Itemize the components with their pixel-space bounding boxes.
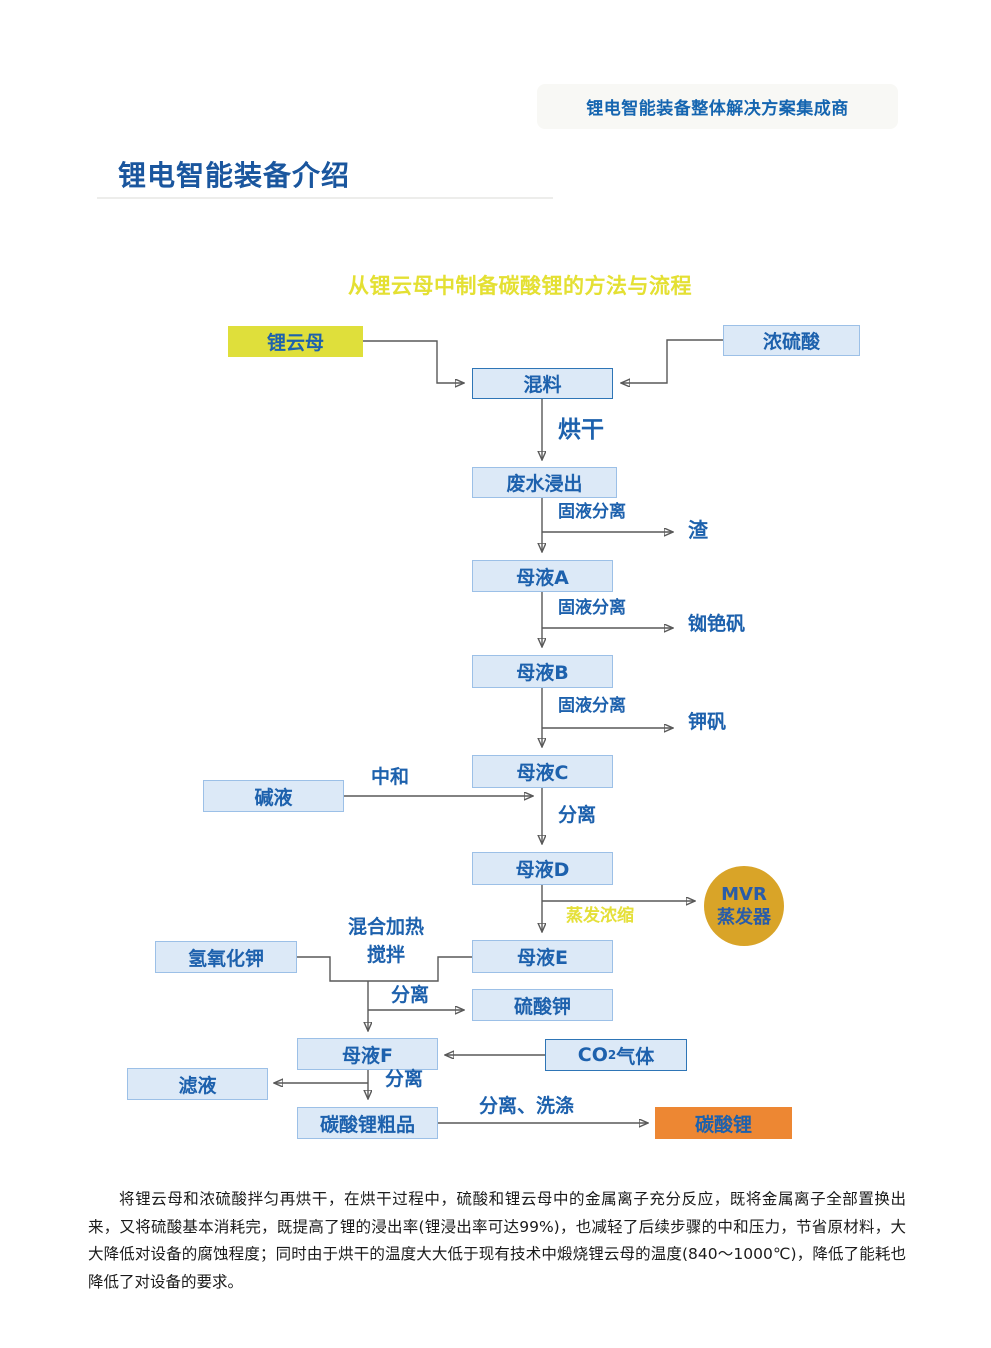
node-mvr-evaporator: MVR 蒸发器	[704, 866, 784, 946]
node-alkali-label: 碱液	[254, 786, 293, 809]
node-mvr-line2: 蒸发器	[717, 907, 771, 928]
node-sulfuric-acid: 浓硫酸	[723, 325, 860, 356]
node-co2-post: 气体	[616, 1045, 655, 1068]
node-lithium-carbonate: 碳酸锂	[655, 1107, 792, 1139]
node-mixing: 混料	[472, 368, 613, 399]
node-lepidolite: 锂云母	[228, 326, 363, 357]
title-divider	[97, 197, 553, 199]
node-mvr-line1: MVR	[721, 883, 767, 905]
node-mother-liquor-e: 母液E	[472, 940, 613, 973]
node-mixing-label: 混料	[523, 374, 562, 396]
node-co2-pre: CO	[577, 1044, 608, 1066]
node-mother-liquor-b-label: 母液B	[516, 662, 569, 684]
edge-label-slag: 渣	[688, 518, 708, 542]
edge-label-solid-liquid-separation-3: 固液分离	[558, 696, 626, 716]
node-lepidolite-label: 锂云母	[266, 332, 324, 354]
edge-label-drying: 烘干	[558, 417, 604, 443]
edge-label-solid-liquid-separation-2: 固液分离	[558, 598, 626, 618]
node-mother-liquor-c: 母液C	[472, 755, 613, 788]
edge-label-mix-heat: 混合加热	[347, 916, 424, 938]
edge-label-neutralize: 中和	[371, 766, 410, 788]
edge-label-separation-2: 分离	[391, 984, 430, 1006]
node-alkali: 碱液	[203, 780, 344, 812]
edge-label-evaporation-concentration: 蒸发浓缩	[566, 906, 634, 926]
edge-label-stir: 搅拌	[366, 944, 405, 966]
node-koh-label: 氢氧化钾	[187, 947, 264, 970]
node-mother-liquor-a: 母液A	[472, 560, 613, 592]
description-paragraph: 将锂云母和浓硫酸拌匀再烘干，在烘干过程中，硫酸和锂云母中的金属离子充分反应，既将…	[88, 1190, 906, 1291]
node-mother-liquor-c-label: 母液C	[516, 762, 569, 784]
edge-label-separation-washing: 分离、洗涤	[479, 1095, 575, 1117]
node-potassium-sulfate: 硫酸钾	[472, 989, 613, 1021]
node-filtrate-label: 滤液	[178, 1074, 217, 1097]
node-mother-liquor-e-label: 母液E	[517, 947, 568, 969]
node-waste-water-leaching-label: 废水浸出	[506, 473, 583, 495]
flowchart-title: 从锂云母中制备碳酸锂的方法与流程	[348, 274, 692, 298]
header-badge: 锂电智能装备整体解决方案集成商	[537, 84, 898, 129]
node-mother-liquor-d-label: 母液D	[515, 859, 570, 881]
node-potassium-sulfate-label: 硫酸钾	[513, 995, 571, 1018]
node-crude-lithium-carbonate: 碳酸锂粗品	[297, 1107, 438, 1139]
node-lithium-carbonate-label: 碳酸锂	[694, 1113, 752, 1136]
page-title: 锂电智能装备介绍	[118, 159, 351, 192]
edge-label-separation-1: 分离	[558, 804, 597, 826]
node-waste-water-leaching: 废水浸出	[472, 467, 617, 498]
node-sulfuric-acid-label: 浓硫酸	[762, 331, 820, 353]
header-badge-text: 锂电智能装备整体解决方案集成商	[586, 99, 849, 119]
edge-label-separation-3: 分离	[385, 1068, 424, 1090]
node-mother-liquor-b: 母液B	[472, 655, 613, 688]
node-koh: 氢氧化钾	[155, 941, 297, 973]
edge-label-rb-cs-alum: 铷铯矾	[688, 613, 746, 635]
node-mother-liquor-d: 母液D	[472, 852, 613, 885]
node-co2-sub: 2	[607, 1048, 617, 1062]
edge-label-solid-liquid-separation-1: 固液分离	[558, 502, 626, 522]
node-crude-lithium-carbonate-label: 碳酸锂粗品	[319, 1113, 415, 1136]
node-mother-liquor-f-label: 母液F	[342, 1044, 393, 1067]
edge-label-potassium-alum: 钾矾	[688, 711, 727, 733]
node-mother-liquor-f: 母液F	[297, 1038, 438, 1070]
node-mother-liquor-a-label: 母液A	[516, 566, 569, 589]
node-filtrate: 滤液	[127, 1068, 268, 1100]
